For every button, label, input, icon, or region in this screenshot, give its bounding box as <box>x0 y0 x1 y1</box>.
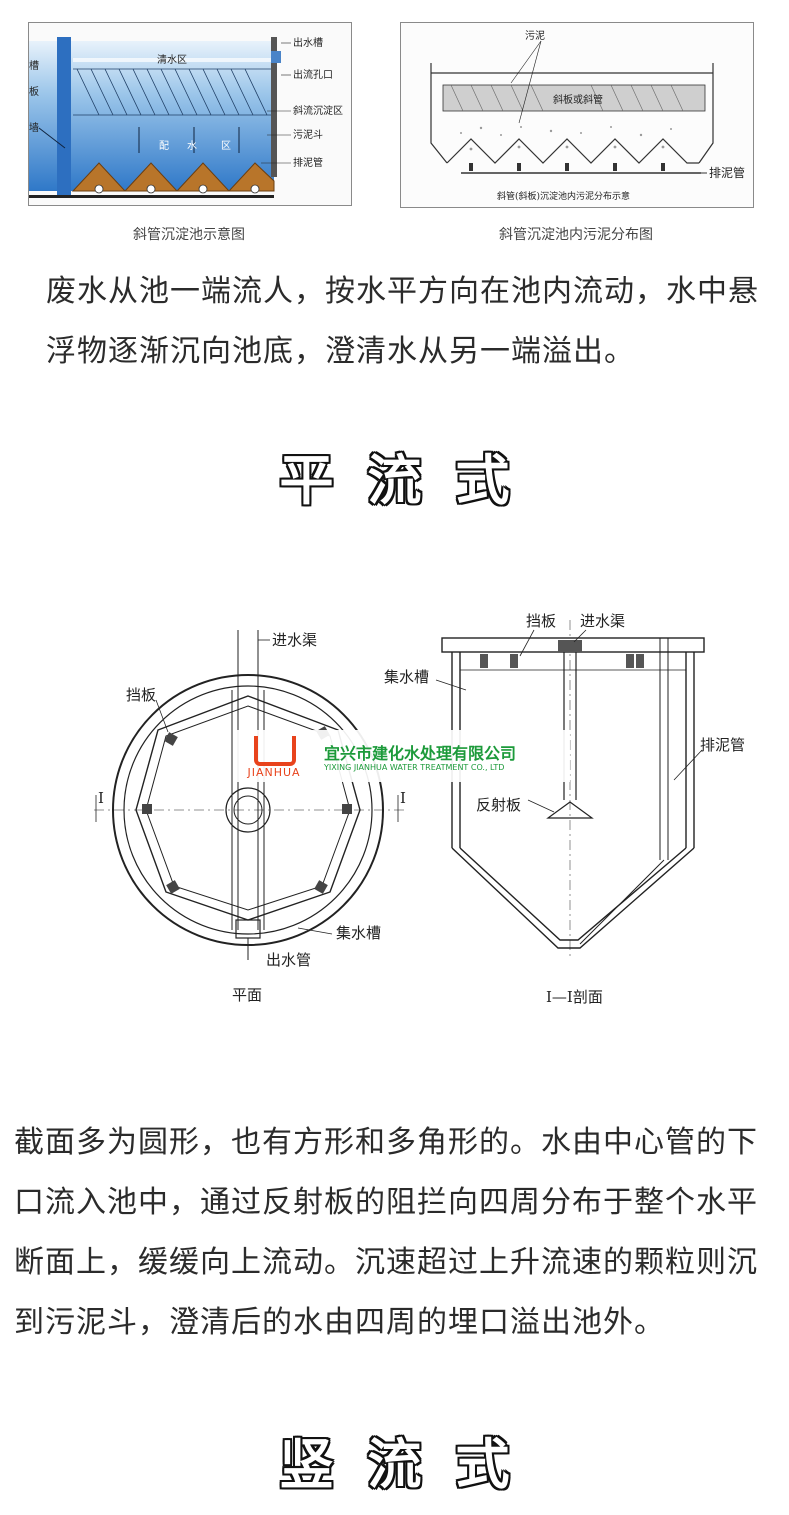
plan-title: 平面 <box>232 986 262 1004</box>
figure1-caption: 斜管沉淀池示意图 <box>133 227 245 243</box>
label-dist-3: 区 <box>221 140 231 152</box>
heading-horizontal-flow: 平流式 <box>279 449 544 512</box>
plan-baffle-label: 挡板 <box>126 686 156 704</box>
label-plates: 斜板或斜管 <box>553 93 603 106</box>
section-title: I—I剖面 <box>546 988 603 1006</box>
section-baffle-label: 挡板 <box>526 612 556 630</box>
company-name-en: YIXING JIANHUA WATER TREATMENT CO., LTD <box>324 763 505 772</box>
heading-vertical-flow: 竖流式 <box>279 1433 544 1496</box>
label-sludge-hopper: 污泥斗 <box>293 128 323 141</box>
paragraph-horizontal-flow: 废水从池一端流人，按水平方向在池内流动，水中悬浮物逐渐沉向池底，澄清水从另一端溢… <box>46 274 759 369</box>
sludge-distribution-diagram: 污泥 斜板或斜管 排泥管 斜管(斜板)沉淀池内污泥分布示意 <box>430 29 745 202</box>
section-inlet-label: 进水渠 <box>580 612 625 630</box>
plan-section-mark-right: I <box>400 789 406 807</box>
figure2-caption: 斜管沉淀池内污泥分布图 <box>499 227 653 243</box>
jianhua-logo-text: JIANHUA <box>247 766 301 779</box>
company-name-cn: 宜兴市建化水处理有限公司 <box>324 744 517 763</box>
label-left-cut-1: 槽 <box>29 59 39 72</box>
jianhua-logo <box>254 736 296 766</box>
label-outlet-trough: 出水槽 <box>293 36 323 49</box>
label-clear-zone: 清水区 <box>157 53 187 66</box>
section-sludge-pipe-label: 排泥管 <box>700 736 745 754</box>
label-inner-caption: 斜管(斜板)沉淀池内污泥分布示意 <box>497 190 630 202</box>
figure-vertical-flow-tank: 进水渠 挡板 集水槽 出水管 平面 I I <box>80 600 770 1020</box>
label-sludge-pipe: 排泥管 <box>293 156 323 169</box>
plan-section-mark-left: I <box>98 789 104 807</box>
figure-sludge-distribution: 污泥 斜板或斜管 排泥管 斜管(斜板)沉淀池内污泥分布示意 <box>400 22 754 208</box>
plan-outlet-label: 出水管 <box>266 951 311 969</box>
label-sludge-pipe: 排泥管 <box>709 165 745 180</box>
plan-collect-label: 集水槽 <box>336 924 381 942</box>
paragraph-vertical-flow: 截面多为圆形，也有方形和多角形的。水由中心管的下口流入池中，通过反射板的阻拦向四… <box>14 1125 758 1340</box>
company-watermark: JIANHUA 宜兴市建化水处理有限公司 YIXING JIANHUA WATE… <box>234 730 570 782</box>
label-overflow-hole: 出流孔口 <box>293 68 333 81</box>
label-sludge: 污泥 <box>525 29 545 42</box>
inclined-tube-diagram: 清水区 配 水 区 槽 板 墙 出水槽 出流孔口 斜流沉淀区 污泥斗 排泥管 <box>29 36 343 198</box>
figure-inclined-tube-tank: 清水区 配 水 区 槽 板 墙 出水槽 出流孔口 斜流沉淀区 污泥斗 排泥管 <box>28 22 352 206</box>
label-left-cut-2: 板 <box>29 85 39 98</box>
label-dist-2: 水 <box>187 140 197 152</box>
section-collect-label: 集水槽 <box>384 668 429 686</box>
label-left-cut-3: 墙 <box>29 121 39 134</box>
label-inclined-zone: 斜流沉淀区 <box>293 104 343 117</box>
label-dist-1: 配 <box>159 140 169 152</box>
section-reflector-label: 反射板 <box>476 796 521 814</box>
plan-inlet-label: 进水渠 <box>272 631 317 649</box>
vertical-flow-diagram: 进水渠 挡板 集水槽 出水管 平面 I I <box>94 612 745 1006</box>
